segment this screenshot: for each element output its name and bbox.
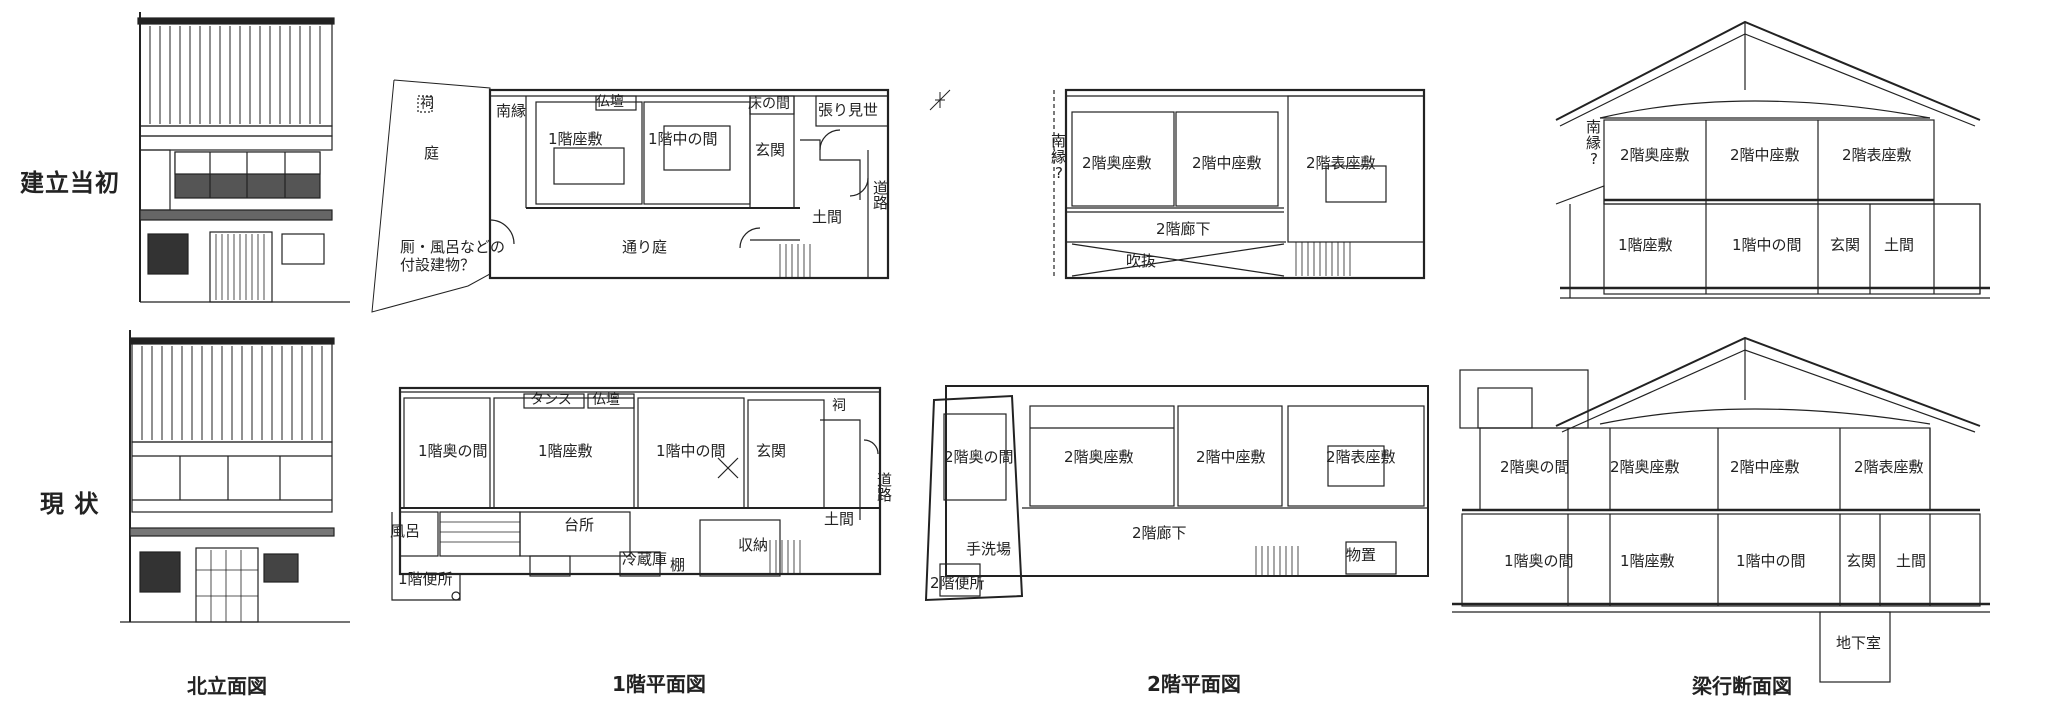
row-label-current: 現 状 [40,490,100,518]
label-veranda-1: 南 [1051,132,1066,150]
label-kitchen: 台所 [564,516,594,534]
label-r1-mid: 1階中の間 [1732,236,1802,254]
caption-north-elevation: 北立面図 [187,674,267,698]
label-room-back: 1階座敷 [548,130,603,148]
label-shrine: 祠 [420,96,434,112]
label-basement: 地下室 [1836,634,1881,652]
label-entrance: 玄関 [1846,552,1876,570]
plan1-current-labels: タンス 仏壇 祠 1階奥の間 1階座敷 1階中の間 玄関 道路 土間 風呂 台所… [390,391,893,588]
label-r2-front: 2階表座敷 [1854,458,1924,476]
label-toilet: 1階便所 [398,570,453,588]
label-r2-oku: 2階奥の間 [1500,458,1570,476]
section-original [1555,20,1990,299]
label-r1-back: 1階座敷 [1618,236,1673,254]
label-tokonoma: 床の間 [748,96,790,112]
label-toilet: 2階便所 [930,574,985,592]
elevation-current [120,330,350,623]
plan1-original-labels: 祠 庭 南縁 1階座敷 1階中の間 仏壇 床の間 玄関 張り見世 土間 道路 通… [400,93,889,274]
label-veranda-south-1: 南縁 [496,102,526,120]
label-road: 道路 [871,180,889,210]
plan2-original-labels: 南 縁 ? 2階奥座敷 2階中座敷 2階表座敷 2階廊下 吹抜 [1051,132,1376,270]
label-shelf: 棚 [670,556,685,574]
plan1-current [391,386,882,601]
label-washroom: 手洗場 [966,540,1011,558]
elevation-original [137,12,350,303]
section-current-labels: 2階奥の間 2階奥座敷 2階中座敷 2階表座敷 1階奥の間 1階座敷 1階中の間… [1500,458,1926,652]
label-room-mid: 1階中の間 [648,130,718,148]
label-room-mid: 1階中の間 [656,442,726,460]
plan1-original [371,79,951,313]
label-veranda-3: ? [1055,164,1063,182]
caption-second-floor-plan: 2階平面図 [1147,672,1241,696]
label-shrine: 祠 [832,398,846,414]
plan2-original [1053,88,1426,280]
label-annex-2: 付設建物？ [400,256,475,274]
label-r2-back: 2階奥座敷 [1620,146,1690,164]
label-r-mid: 2階中座敷 [1196,448,1266,466]
caption-first-floor-plan: 1階平面図 [612,672,706,696]
label-r2-front: 2階表座敷 [1842,146,1912,164]
label-storeroom: 物置 [1346,546,1376,564]
label-veranda-2: 縁 [1586,134,1601,152]
label-entrance: 玄関 [755,141,785,159]
label-r-back: 2階奥座敷 [1064,448,1134,466]
label-doma: 土間 [1884,236,1914,254]
plan2-current [924,385,1429,602]
label-room-oku: 1階奥の間 [418,442,488,460]
row-label-original: 建立当初 [20,169,120,197]
label-void: 吹抜 [1126,252,1156,270]
label-corridor: 2階廊下 [1156,220,1211,238]
section-current [1452,336,1990,683]
label-r-oku: 2階奥の間 [944,448,1014,466]
label-tansu: タンス [530,392,572,408]
label-room-front: 2階表座敷 [1306,154,1376,172]
label-doma: 土間 [824,510,854,528]
caption-beam-section: 梁行断面図 [1692,674,1792,698]
label-harimise: 張り見世 [818,101,878,119]
label-bath: 風呂 [390,522,420,540]
label-fridge: 冷蔵庫 [622,550,667,568]
label-butsudan: 仏壇 [592,391,620,408]
label-entrance: 玄関 [1830,236,1860,254]
plan2-current-labels: 2階奥の間 2階奥座敷 2階中座敷 2階表座敷 2階廊下 手洗場 2階便所 物置 [930,448,1396,592]
label-butsudan: 仏壇 [596,93,624,110]
label-r2-mid: 2階中座敷 [1730,146,1800,164]
label-room-back: 1階座敷 [538,442,593,460]
roof-hatch [149,26,321,124]
label-veranda-1: 南 [1586,118,1601,136]
label-veranda-2: 縁 [1051,148,1066,166]
label-r1-back: 1階座敷 [1620,552,1675,570]
label-road: 道路 [875,472,893,502]
label-toriniwa: 通り庭 [622,238,667,256]
label-r-front: 2階表座敷 [1326,448,1396,466]
section-original-labels: 南 縁 ? 2階奥座敷 2階中座敷 2階表座敷 1階座敷 1階中の間 玄関 土間 [1586,118,1914,254]
label-r2-back: 2階奥座敷 [1610,458,1680,476]
label-entrance: 玄関 [756,442,786,460]
label-corridor: 2階廊下 [1132,524,1187,542]
label-veranda-3: ? [1590,150,1598,168]
label-doma: 土間 [812,208,842,226]
label-r1-mid: 1階中の間 [1736,552,1806,570]
label-r1-oku: 1階奥の間 [1504,552,1574,570]
label-doma: 土間 [1896,552,1926,570]
label-storage: 収納 [738,536,768,554]
label-room-mid: 2階中座敷 [1192,154,1262,172]
label-r2-mid: 2階中座敷 [1730,458,1800,476]
label-room-back: 2階奥座敷 [1082,154,1152,172]
label-garden: 庭 [424,144,439,162]
label-annex-1: 厠・風呂などの [400,238,505,256]
